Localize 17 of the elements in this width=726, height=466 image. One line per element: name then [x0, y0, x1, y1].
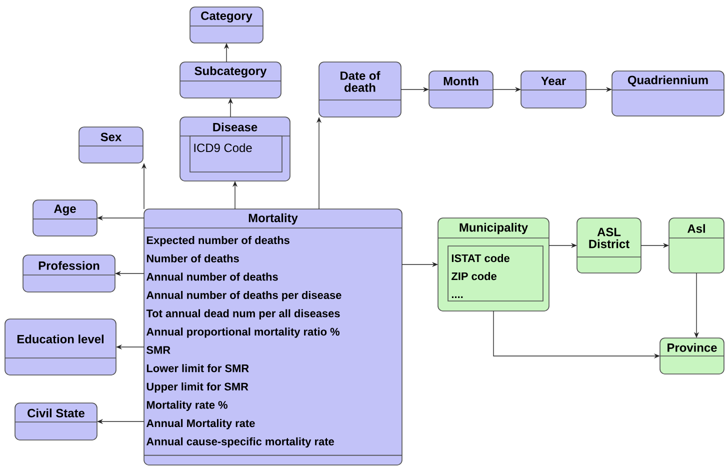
class-box: ASL District — [576, 218, 642, 274]
class-box: Quadriennium — [612, 70, 724, 116]
class-box: Asl — [668, 218, 724, 274]
class-box: Subcategory — [180, 62, 282, 98]
attribute-box: ICD9 Code — [190, 136, 282, 172]
class-box: Mortality Expected number of deaths Number of deaths Annual number of deaths Annual number of deaths per disease Tot annual dead num per all diseases Annual proportional mortality ratio % SMR Lower limit for SMR Upper limit for SMR Mortality rate % Annual Mortality rate Annual cause-specific mortality rate — [144, 208, 402, 466]
class-box: Age — [32, 200, 98, 236]
class-box: Education level — [4, 318, 116, 376]
class-box: Month — [428, 70, 494, 108]
class-box: Profession — [22, 254, 116, 292]
class-box: Sex — [78, 126, 144, 164]
class-box: Year — [520, 70, 586, 108]
attribute-box: ISTAT code ZIP code .... — [448, 246, 544, 302]
class-box: Civil State — [14, 402, 98, 440]
class-box: Date of death — [318, 62, 402, 118]
class-box: Category — [190, 6, 264, 44]
class-box: Province — [660, 338, 724, 374]
